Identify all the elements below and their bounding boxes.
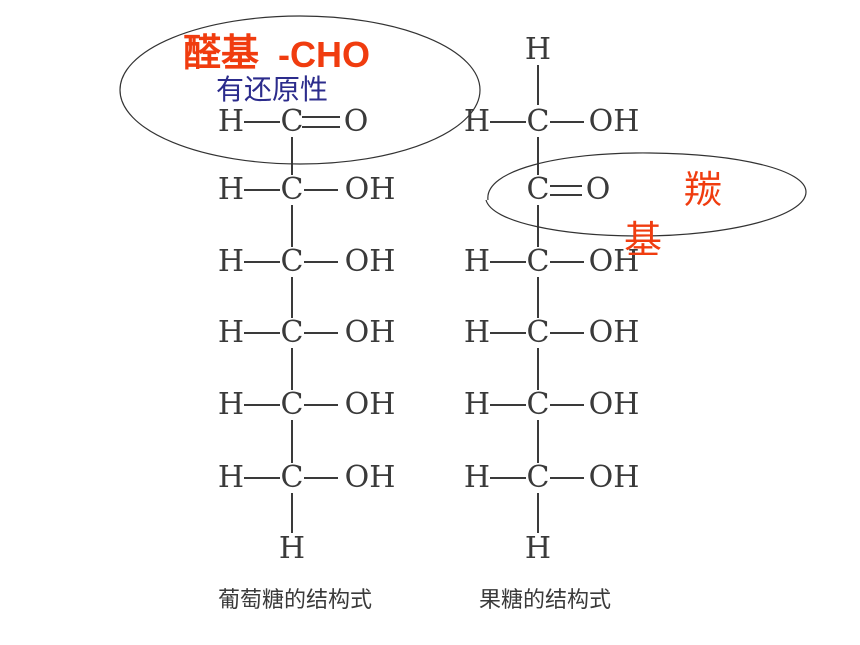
fructose-row1-oh: OH [588,104,640,139]
glucose-top-h: H [217,104,245,139]
glucose-row4-oh: OH [344,387,396,422]
fructose-row3-oh: OH [588,315,640,350]
fructose-row1-h: H [463,104,491,139]
carbonyl-ellipse [485,152,807,237]
fructose-row4-c: C [526,387,550,422]
fructose-row1-c: C [526,104,550,139]
fructose-row4-h: H [463,387,491,422]
glucose-row5-c: C [280,460,304,495]
fructose-row2-c: C [526,244,550,279]
fructose-caption: 果糖的结构式 [478,588,612,613]
fructose-row4-oh: OH [588,387,640,422]
fructose-row5-oh: OH [588,460,640,495]
glucose-row1-c: C [280,172,304,207]
fructose-row2-oh: OH [588,244,640,279]
glucose-row1-h: H [217,172,245,207]
glucose-row3-c: C [280,315,304,350]
glucose-row2-c: C [280,244,304,279]
glucose-row2-h: H [217,244,245,279]
glucose-row3-oh: OH [344,315,396,350]
fructose-row3-c: C [526,315,550,350]
carbonyl-label-part1: 羰 [684,168,723,212]
carbonyl-label-part2: 基 [624,218,663,262]
glucose-row5-oh: OH [344,460,396,495]
glucose-row4-c: C [280,387,304,422]
glucose-top-c: C [280,104,304,139]
fructose-top-h: H [524,32,552,67]
glucose-bottom-h: H [278,531,306,566]
fructose-bottom-h: H [524,531,552,566]
aldehyde-formula: -CHO [278,34,370,75]
fructose-row2-h: H [463,244,491,279]
aldehyde-label: 醛基 [183,33,260,75]
glucose-caption: 葡萄糖的结构式 [217,588,373,613]
fructose-row5-h: H [463,460,491,495]
fructose-keto-o: O [585,172,611,207]
glucose-row5-h: H [217,460,245,495]
glucose-row2-oh: OH [344,244,396,279]
fructose-row5-c: C [526,460,550,495]
reducing-property-label: 有还原性 [216,73,329,106]
fructose-row3-h: H [463,315,491,350]
glucose-row4-h: H [217,387,245,422]
aldehyde-ellipse [119,15,481,165]
glucose-top-o: O [343,104,369,139]
glucose-row1-oh: OH [344,172,396,207]
fructose-keto-c: C [526,172,550,207]
glucose-row3-h: H [217,315,245,350]
